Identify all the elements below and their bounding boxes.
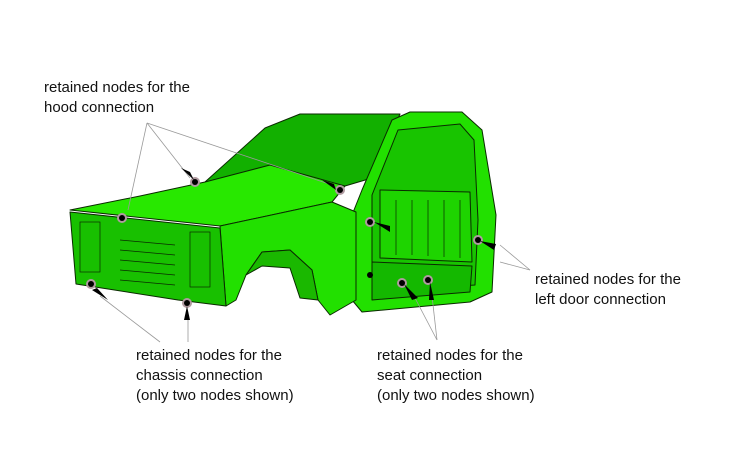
node-markers bbox=[86, 168, 496, 320]
label-line: retained nodes for the bbox=[136, 347, 282, 364]
label-line: hood connection bbox=[44, 99, 155, 116]
label-line: chassis connection bbox=[136, 367, 263, 384]
chassis-connection-label: retained nodes for the chassis connectio… bbox=[136, 346, 294, 406]
label-line: retained nodes for the bbox=[535, 271, 681, 288]
wheel-well bbox=[245, 249, 319, 301]
label-line: (only two nodes shown) bbox=[377, 387, 535, 404]
label-line: left door connection bbox=[535, 291, 666, 308]
label-line: (only two nodes shown) bbox=[136, 387, 294, 404]
label-line: retained nodes for the bbox=[377, 347, 523, 364]
rear-wall bbox=[379, 189, 473, 263]
floor bbox=[371, 261, 473, 301]
hood-connection-label: retained nodes for the hood connection bbox=[44, 78, 190, 118]
label-line: seat connection bbox=[377, 367, 483, 384]
grille-front bbox=[69, 211, 227, 307]
label-line: retained nodes for the bbox=[44, 79, 190, 96]
leader-lines bbox=[99, 122, 531, 343]
left-door-connection-label: retained nodes for the left door connect… bbox=[535, 270, 681, 310]
seat-connection-label: retained nodes for the seat connection (… bbox=[377, 346, 535, 406]
